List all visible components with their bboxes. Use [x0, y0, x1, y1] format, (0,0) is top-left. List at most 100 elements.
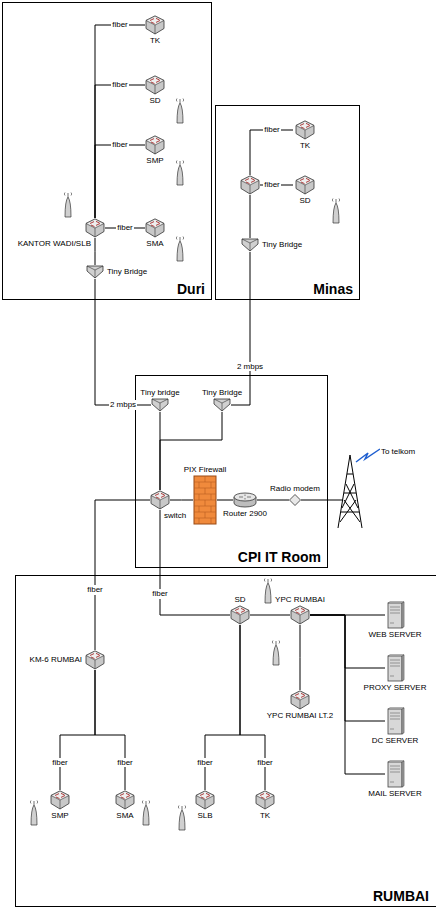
antenna-symbol — [178, 806, 186, 831]
link-label: fiber — [51, 758, 69, 767]
rt-icon — [233, 492, 257, 508]
device-label: KANTOR WADI/SLB — [18, 239, 91, 248]
device-label: TK — [300, 141, 310, 150]
network-device: SD — [295, 175, 315, 195]
srv-icon — [385, 707, 405, 735]
network-device: TK — [255, 790, 275, 810]
antenna-symbol — [142, 801, 150, 826]
network-device: TK — [295, 120, 315, 140]
radio-wire — [301, 500, 343, 501]
network-device: SMA — [145, 218, 165, 238]
sw-icon — [255, 790, 275, 810]
device-label: SD — [234, 595, 245, 604]
sw-icon — [290, 605, 310, 625]
sw-icon — [230, 605, 250, 625]
note-label: fiber — [263, 125, 281, 134]
sw-icon — [145, 218, 165, 238]
device-label: Tiny Bridge — [202, 388, 242, 397]
note-label: fiber — [263, 180, 281, 189]
site-region: DuriTKSDSMPSMAKANTOR WADI/SLBTiny Bridge — [2, 2, 212, 300]
region-title: Minas — [313, 282, 353, 297]
network-link — [95, 85, 145, 218]
sw-icon — [295, 175, 315, 195]
region-title: Duri — [177, 282, 205, 297]
link-label: fiber — [111, 80, 129, 89]
sw-icon — [115, 790, 135, 810]
device-label: WEB SERVER — [368, 630, 421, 639]
link-label: fiber — [86, 585, 104, 594]
device-label: Tiny bridge — [140, 388, 179, 397]
fw-icon — [193, 475, 217, 525]
device-label: SD — [299, 196, 310, 205]
device-label: YPC RUMBAI LT.2 — [267, 711, 334, 720]
network-device: PIX Firewall — [193, 475, 217, 525]
device-label: PROXY SERVER — [364, 683, 427, 692]
network-link — [231, 252, 250, 405]
fiber-wire — [250, 130, 293, 238]
device-label: TK — [260, 811, 270, 820]
device-label: Radio modem — [270, 484, 320, 493]
network-link — [310, 615, 385, 668]
device-label: SMP — [146, 156, 163, 165]
network-device: YPC RUMBAI — [290, 605, 310, 625]
network-device: Tiny Bridge — [86, 265, 104, 279]
network-device: KM-6 RUMBAI — [85, 650, 105, 670]
device-label: switch — [164, 511, 186, 520]
network-device: Tiny bridge — [151, 398, 169, 412]
network-device: Tiny Bridge — [241, 238, 259, 252]
network-device: Router 2900 — [233, 492, 257, 508]
device-label: DC SERVER — [372, 736, 419, 745]
br-icon — [86, 265, 104, 279]
device-label: Tiny Bridge — [262, 240, 302, 249]
network-link — [160, 510, 230, 615]
network-link — [95, 25, 145, 218]
site-region: CPI IT RoomTiny bridgeTiny BridgePIX Fir… — [135, 375, 328, 568]
switch-symbol — [241, 176, 259, 194]
network-device: SMP — [145, 135, 165, 155]
network-device: Tiny Bridge — [213, 398, 231, 412]
device-label: MAIL SERVER — [368, 789, 421, 798]
network-device: SLB — [195, 790, 215, 810]
network-link — [60, 670, 95, 790]
network-device: KANTOR WADI/SLB — [85, 218, 105, 238]
srv-icon — [385, 601, 405, 629]
network-device: Radio modem — [289, 494, 301, 506]
link-label: fiber — [116, 223, 134, 232]
network-link — [170, 500, 193, 501]
device-label: PIX Firewall — [184, 465, 227, 474]
br-icon — [151, 398, 169, 412]
br-icon — [241, 238, 259, 252]
link-label: fiber — [196, 758, 214, 767]
device-label: KM-6 RUMBAI — [30, 655, 82, 664]
sw-icon — [50, 790, 70, 810]
network-link — [257, 500, 289, 501]
sw-icon — [290, 690, 310, 710]
antenna-symbol — [176, 237, 184, 262]
br-icon — [213, 398, 231, 412]
antenna-symbol — [176, 99, 184, 124]
site-region: RUMBAIKM-6 RUMBAISDYPC RUMBAIWEB SERVERP… — [15, 575, 436, 907]
srv-icon — [385, 654, 405, 682]
network-device: switch — [150, 490, 170, 510]
link-label: fiber — [116, 758, 134, 767]
antenna-symbol — [30, 801, 38, 826]
link-label: fiber — [111, 20, 129, 29]
sw-icon — [145, 75, 165, 95]
device-label: Router 2900 — [223, 509, 267, 518]
network-link — [95, 145, 145, 218]
sw-icon — [145, 135, 165, 155]
device-label: Tiny Bridge — [107, 267, 147, 276]
device-label: SMA — [116, 811, 133, 820]
antenna-symbol — [264, 579, 272, 604]
network-link — [95, 238, 96, 265]
sw-icon — [85, 218, 105, 238]
network-device: SMA — [115, 790, 135, 810]
network-device: PROXY SERVER — [385, 654, 405, 682]
antenna-symbol — [64, 193, 72, 218]
network-link — [95, 279, 151, 405]
antenna-symbol — [176, 161, 184, 186]
network-device: YPC RUMBAI LT.2 — [290, 690, 310, 710]
